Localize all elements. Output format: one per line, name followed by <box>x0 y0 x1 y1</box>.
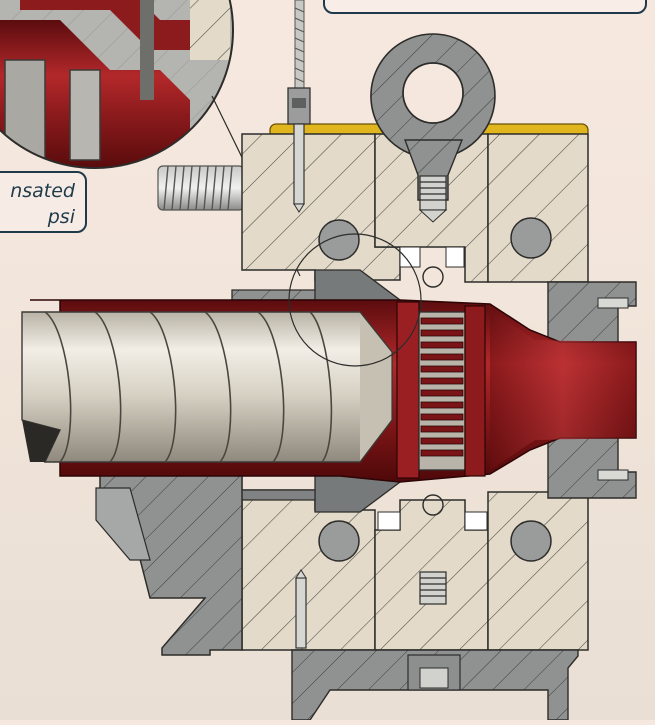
eye-bolt <box>370 33 496 605</box>
callout-box-left: nsated psi <box>0 171 87 233</box>
callout-left-line2: psi <box>47 206 75 228</box>
threaded-stud <box>157 165 245 211</box>
callout-left-line1: nsated <box>10 180 75 202</box>
thermocouple-probe <box>287 0 311 649</box>
zoom-detail-circle <box>0 0 301 277</box>
extruder-screw <box>21 311 393 463</box>
detail-circle <box>288 233 422 367</box>
callout-box-top <box>323 0 647 14</box>
breaker-plate <box>396 301 486 479</box>
